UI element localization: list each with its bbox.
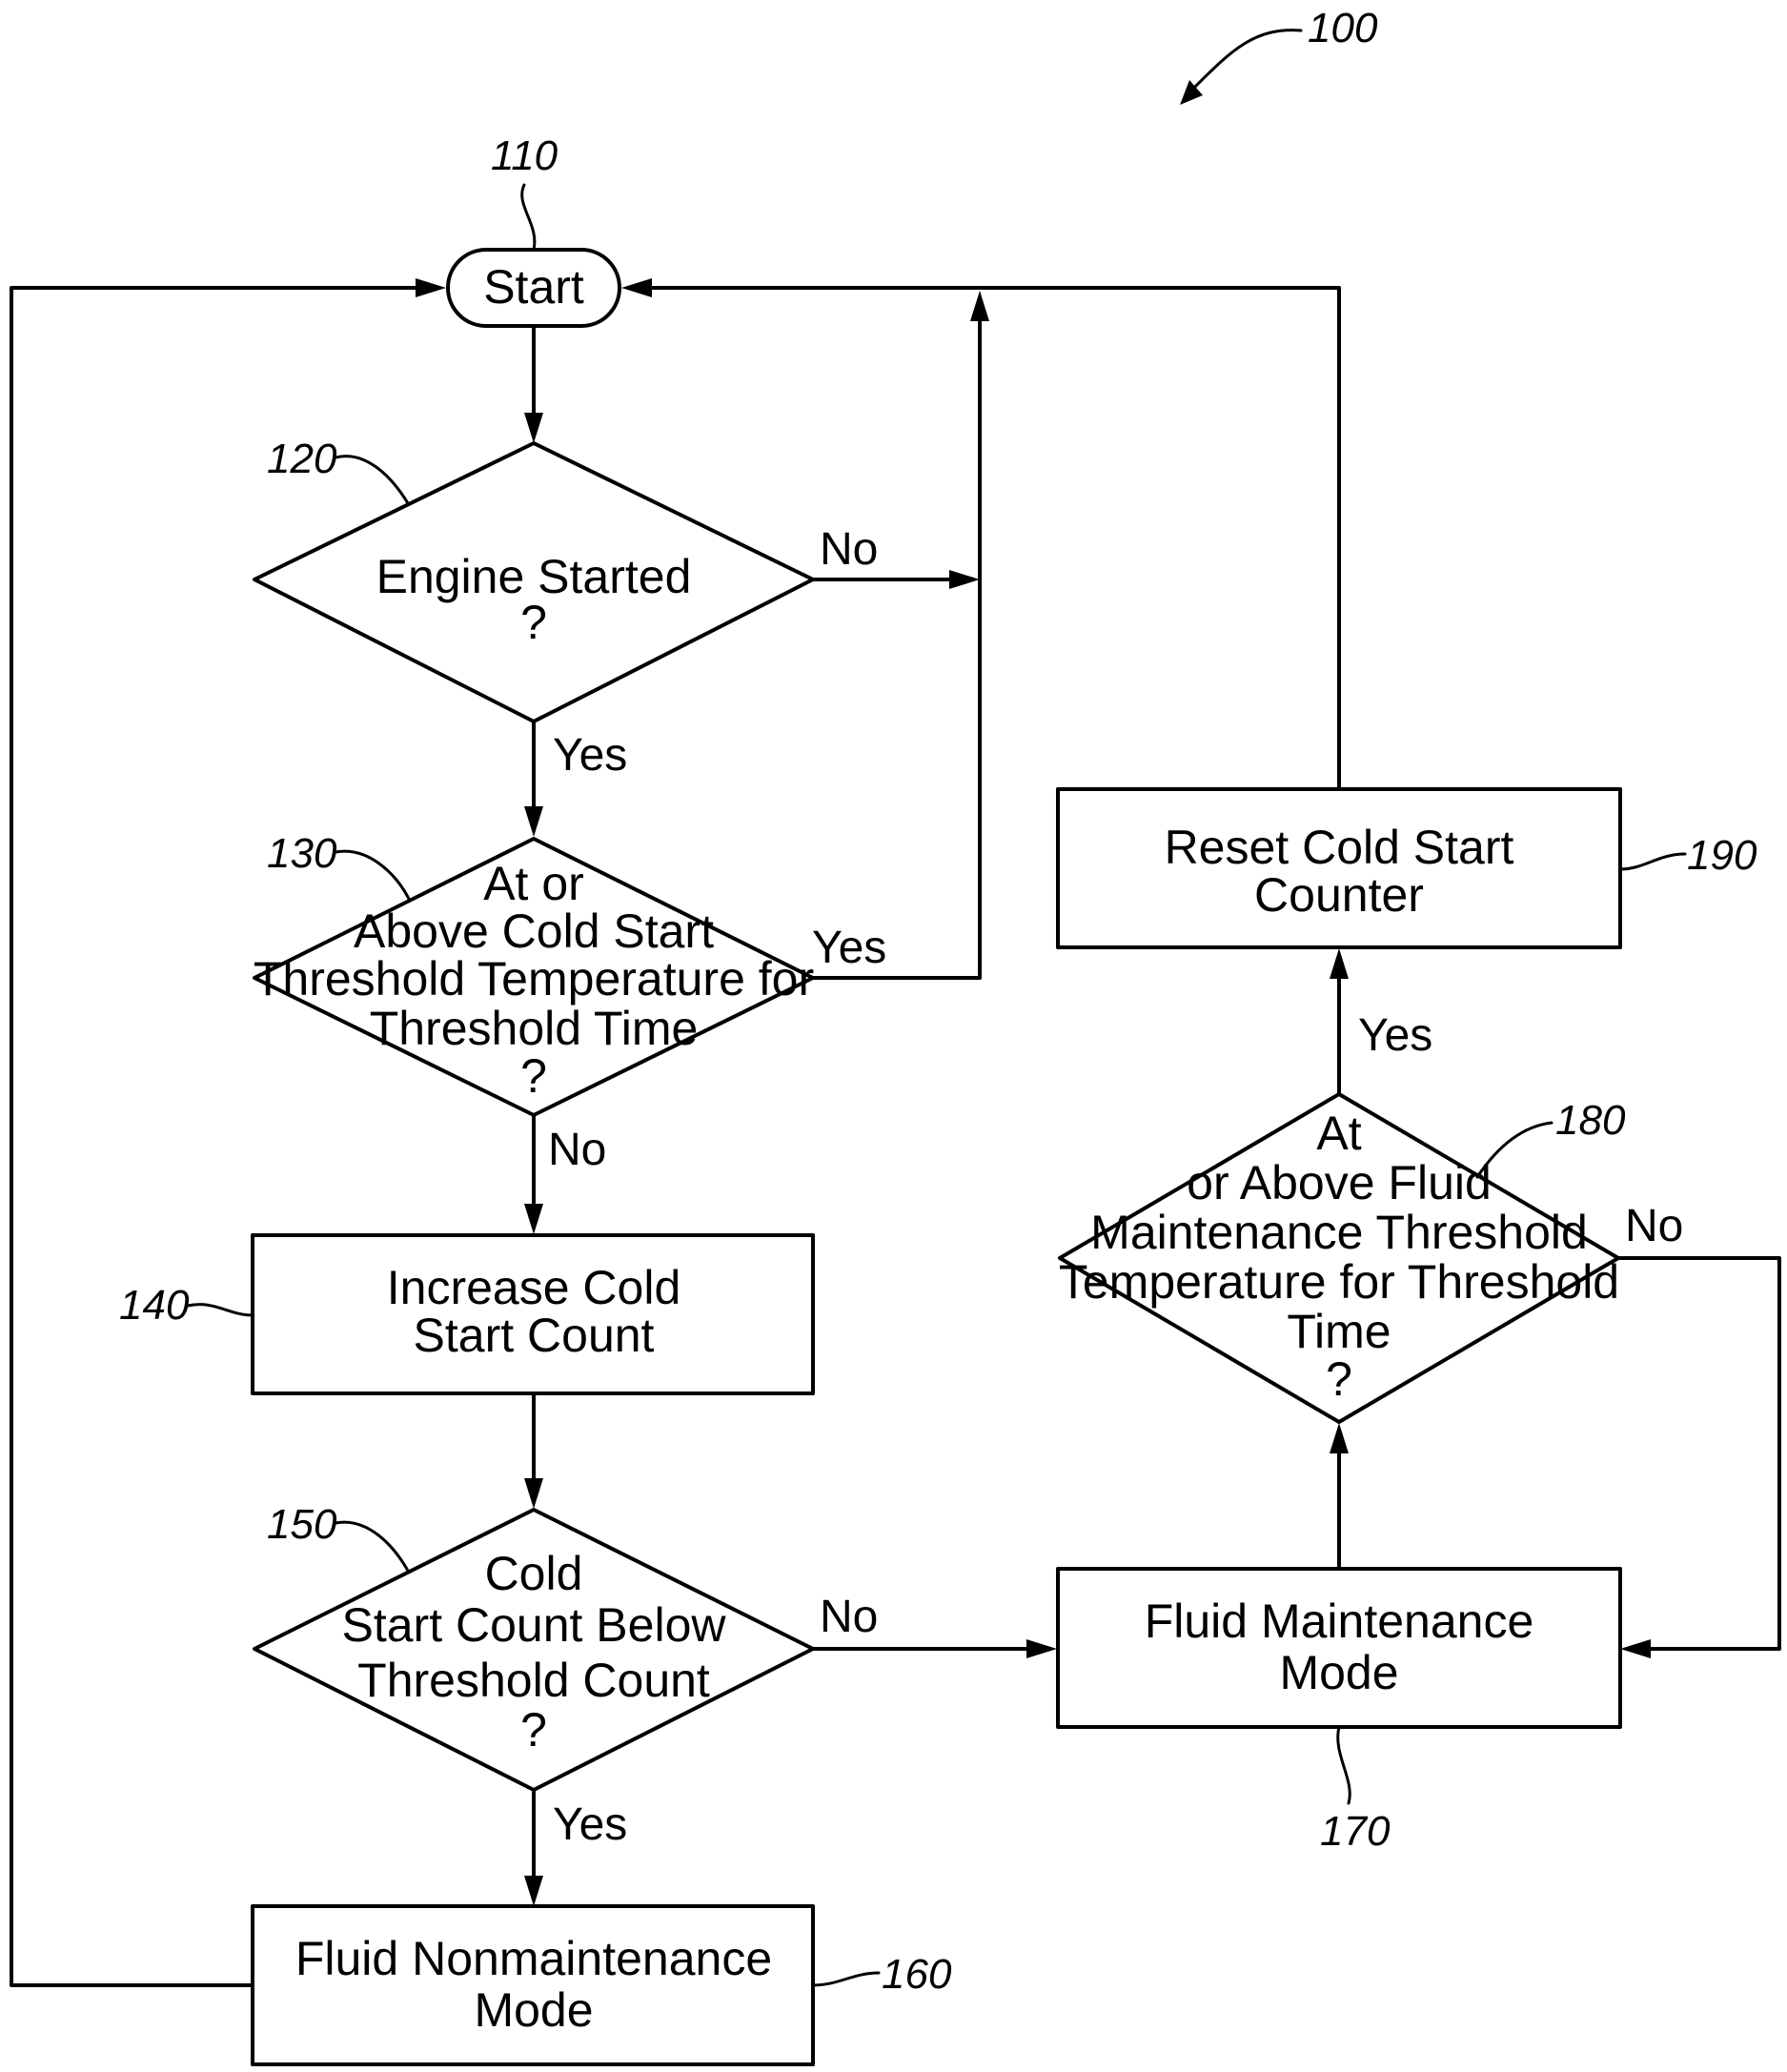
nonmaintenance-line-2: Mode (474, 1983, 593, 2037)
label-120-no: No (820, 524, 878, 575)
label-180-yes: Yes (1358, 1010, 1432, 1061)
fluid-threshold-line-2: or Above Fluid (1187, 1156, 1492, 1209)
ref-110-leader (522, 185, 535, 250)
ref-120: 120 (267, 436, 337, 482)
label-180-no: No (1625, 1201, 1683, 1251)
cold-count-line-2: Start Count Below (342, 1598, 727, 1652)
label-130-no: No (548, 1125, 606, 1175)
arrowhead-160 (524, 1876, 543, 1906)
ref-160: 160 (882, 1951, 952, 1998)
arrowhead-140 (524, 1204, 543, 1234)
arrowhead-120 (524, 413, 543, 443)
ref-130-leader (335, 851, 410, 901)
arrowhead-120-no (949, 570, 980, 589)
arrowhead-start-right (621, 278, 652, 297)
edge-190-to-start (640, 288, 1339, 787)
ref-190-leader (1620, 854, 1685, 869)
fluid-threshold-line-4: Temperature for Threshold (1059, 1255, 1619, 1309)
figure-ref-leader (1191, 30, 1301, 91)
increase-count-line-2: Start Count (414, 1309, 655, 1362)
cold-count-line-3: Threshold Count (357, 1654, 710, 1707)
ref-140-leader (188, 1305, 253, 1315)
ref-160-leader (813, 1973, 879, 1985)
arrowhead-150 (524, 1478, 543, 1509)
arrowhead-130 (524, 806, 543, 837)
ref-150-leader (335, 1522, 408, 1571)
ref-180: 180 (1555, 1097, 1626, 1144)
arrowhead-trunk-up (970, 291, 989, 321)
fluid-threshold-line-6: ? (1326, 1352, 1352, 1406)
reset-counter-line-2: Counter (1254, 868, 1424, 922)
cold-count-line-1: Cold (485, 1547, 583, 1600)
cold-start-threshold-line-5: ? (520, 1049, 547, 1103)
ref-120-leader (335, 457, 408, 503)
nonmaintenance-line-1: Fluid Nonmaintenance (295, 1932, 772, 1985)
arrowhead-180 (1330, 1423, 1349, 1453)
fluid-threshold-line-3: Maintenance Threshold (1090, 1206, 1588, 1259)
ref-170: 170 (1320, 1808, 1391, 1855)
reset-counter-line-1: Reset Cold Start (1165, 821, 1514, 874)
label-150-no: No (820, 1592, 878, 1642)
cold-start-threshold-line-2: Above Cold Start (354, 904, 714, 958)
ref-150: 150 (267, 1501, 337, 1548)
arrowhead-170 (1026, 1639, 1057, 1658)
ref-190: 190 (1687, 832, 1757, 879)
arrowhead-170-right (1620, 1639, 1651, 1658)
cold-start-threshold-line-1: At or (483, 857, 584, 910)
cold-start-threshold-line-4: Threshold Time (370, 1002, 699, 1055)
edge-180-no (1618, 1258, 1779, 1649)
fluid-threshold-line-1: At (1316, 1107, 1361, 1160)
ref-140: 140 (119, 1282, 190, 1329)
label-150-yes: Yes (553, 1799, 627, 1850)
maintenance-line-2: Mode (1279, 1646, 1398, 1699)
cold-start-threshold-line-3: Threshold Temperature for (254, 952, 814, 1006)
ref-110: 110 (491, 132, 558, 179)
edge-130-yes (813, 310, 980, 978)
increase-count-line-1: Increase Cold (387, 1261, 681, 1314)
fluid-threshold-line-5: Time (1287, 1305, 1391, 1358)
arrowhead-190 (1330, 948, 1349, 979)
label-130-yes: Yes (812, 923, 886, 973)
arrowhead-start-left (416, 278, 446, 297)
ref-130: 130 (267, 830, 337, 877)
engine-started-line-2: ? (520, 596, 547, 649)
figure-ref-label: 100 (1308, 5, 1378, 51)
ref-170-leader (1338, 1727, 1350, 1803)
start-label: Start (483, 260, 584, 314)
label-120-yes: Yes (553, 730, 627, 781)
cold-count-line-4: ? (520, 1703, 547, 1757)
maintenance-line-1: Fluid Maintenance (1145, 1595, 1534, 1648)
